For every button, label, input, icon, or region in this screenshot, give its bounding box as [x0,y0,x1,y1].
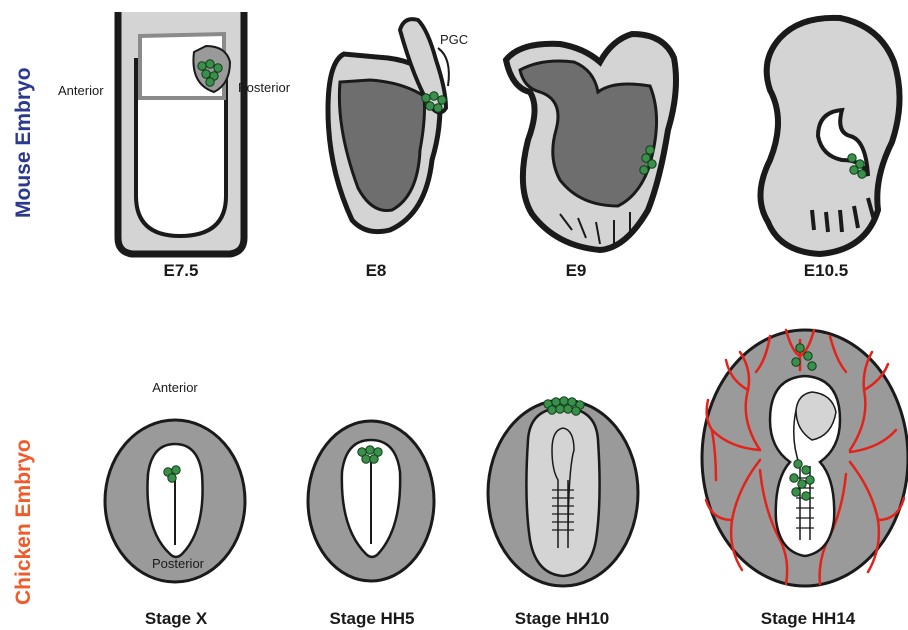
stage-label-e10-5: E10.5 [804,261,848,280]
chicken-anterior-label: Anterior [152,380,198,395]
stage-label-e8: E8 [366,261,387,280]
chicken-stage-hh10-embryo [488,397,638,586]
stage-label-e7-5: E7.5 [164,261,199,280]
chicken-posterior-label: Posterior [152,556,205,571]
chicken-row-title: Chicken Embryo [12,439,35,605]
mouse-e8-embryo [328,19,449,232]
stage-label-stage-hh10: Stage HH10 [515,609,609,628]
stage-label-stage-hh14: Stage HH14 [761,609,856,628]
posterior-label: Posterior [238,80,291,95]
stage-label-stage-hh5: Stage HH5 [329,609,414,628]
mouse-e10-5-embryo [760,18,899,254]
chicken-stage-hh5-embryo [308,421,434,581]
mouse-row-title: Mouse Embryo [12,67,35,218]
chicken-stage-hh14-embryo [702,330,908,586]
anterior-label: Anterior [58,83,104,98]
mouse-e7-5-embryo [118,12,244,254]
stage-label-stage-x: Stage X [145,609,208,628]
stage-label-e9: E9 [566,261,587,280]
pgc-label: PGC [440,32,468,47]
mouse-e9-embryo [506,34,676,250]
